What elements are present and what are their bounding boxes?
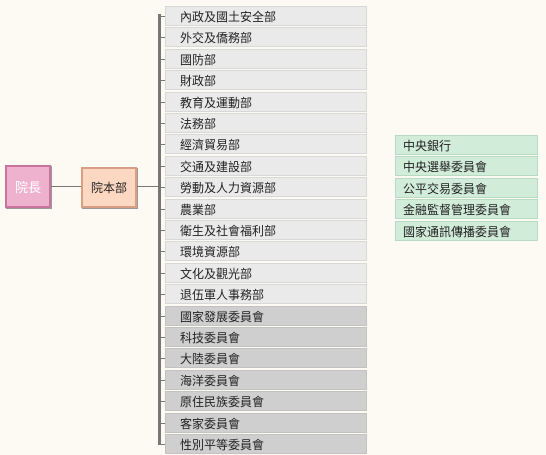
ministry-box: 教育及運動部 (165, 92, 367, 112)
ministry-box: 文化及觀光部 (165, 263, 367, 283)
department-tick (158, 16, 165, 17)
cabinet-trunk-connector (137, 186, 159, 187)
department-tick (158, 423, 165, 424)
ministry-box: 環境資源部 (165, 241, 367, 261)
department-tick (158, 102, 165, 103)
council-box: 大陸委員會 (165, 348, 367, 368)
department-tick (158, 123, 165, 124)
ministry-box: 法務部 (165, 113, 367, 133)
department-tick (158, 294, 165, 295)
council-box: 海洋委員會 (165, 370, 367, 390)
department-tick (158, 380, 165, 381)
department-tick (158, 209, 165, 210)
department-tick (158, 401, 165, 402)
ministry-box: 經濟貿易部 (165, 134, 367, 154)
council-box: 性別平等委員會 (165, 434, 367, 454)
ministry-box: 財政部 (165, 70, 367, 90)
cabinet-box: 院本部 (81, 167, 137, 208)
department-tick (158, 316, 165, 317)
department-tick (158, 251, 165, 252)
independent-agency-box: 中央銀行 (395, 135, 538, 155)
council-box: 國家發展委員會 (165, 306, 367, 326)
premier-box: 院長 (5, 165, 51, 208)
independent-agency-box: 國家通訊傳播委員會 (395, 221, 538, 241)
independent-agency-box: 中央選舉委員會 (395, 156, 538, 176)
department-tick (158, 444, 165, 445)
ministry-box: 農業部 (165, 199, 367, 219)
ministry-box: 外交及僑務部 (165, 27, 367, 47)
ministry-box: 衛生及社會福利部 (165, 220, 367, 240)
premier-label: 院長 (14, 181, 41, 196)
ministry-box: 內政及國土安全部 (165, 6, 367, 26)
cabinet-label: 院本部 (90, 181, 127, 195)
department-tick (158, 144, 165, 145)
council-box: 科技委員會 (165, 327, 367, 347)
department-tick (158, 37, 165, 38)
department-tick (158, 59, 165, 60)
independent-agency-box: 公平交易委員會 (395, 178, 538, 198)
council-box: 客家委員會 (165, 413, 367, 433)
department-tick (158, 273, 165, 274)
independent-agency-box: 金融監督管理委員會 (395, 199, 538, 219)
department-tick (158, 337, 165, 338)
ministry-box: 國防部 (165, 49, 367, 69)
department-tick (158, 187, 165, 188)
department-tick (158, 80, 165, 81)
ministry-box: 勞動及人力資源部 (165, 177, 367, 197)
council-box: 原住民族委員會 (165, 391, 367, 411)
ministry-box: 交通及建設部 (165, 156, 367, 176)
department-tick (158, 230, 165, 231)
departments-trunk-line (158, 14, 161, 444)
ministry-box: 退伍軍人事務部 (165, 284, 367, 304)
department-tick (158, 166, 165, 167)
department-tick (158, 358, 165, 359)
premier-cabinet-connector (51, 186, 81, 187)
